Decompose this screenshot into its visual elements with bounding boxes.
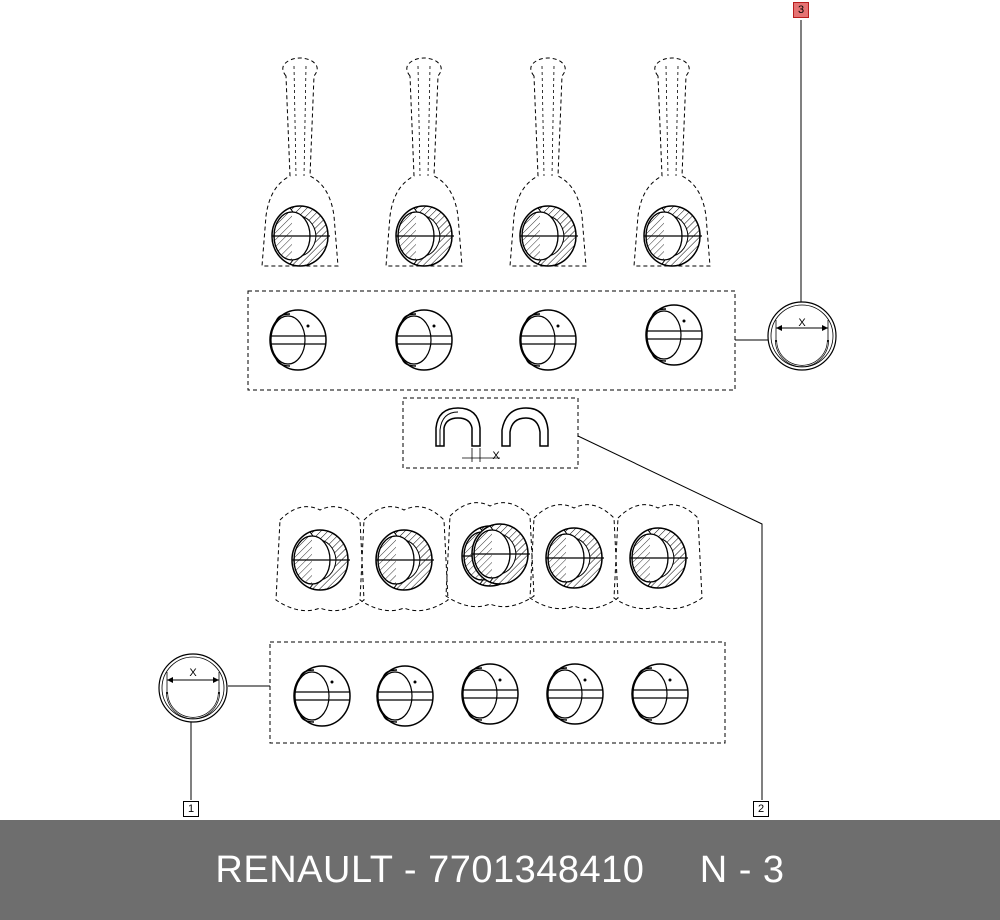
gauge-callout-1 (158, 653, 228, 723)
brand-name: RENAULT (215, 848, 393, 891)
footer-bar: RENAULT - 7701348410 N - 3 (0, 820, 1000, 920)
caption-gap (644, 849, 699, 891)
separator: - (392, 848, 429, 891)
main-bearing-set-box (269, 641, 726, 744)
thrust-washers (435, 407, 549, 462)
dimension-label-top: X (798, 317, 806, 329)
callout-1[interactable]: 1 (183, 801, 199, 817)
footer-caption: RENAULT - 7701348410 N - 3 (215, 849, 784, 892)
conrod-bearing-shells (269, 304, 703, 371)
main-bearing-shells (293, 663, 689, 727)
thrust-washer-box (402, 397, 579, 469)
diagram-ref: N - 3 (699, 848, 785, 891)
dimension-label-thrust: X (492, 450, 500, 462)
dimension-label-main: X (189, 667, 197, 679)
part-number: 7701348410 (428, 848, 645, 891)
gauge-callout-3 (767, 301, 837, 371)
conrod-bearings-installed (261, 57, 711, 267)
conrod-bearing-set-box (247, 290, 736, 391)
parts-diagram: X X X (158, 20, 837, 800)
main-bearings-installed (275, 502, 703, 612)
callout-2[interactable]: 2 (753, 801, 769, 817)
callout-3[interactable]: 3 (793, 2, 809, 18)
